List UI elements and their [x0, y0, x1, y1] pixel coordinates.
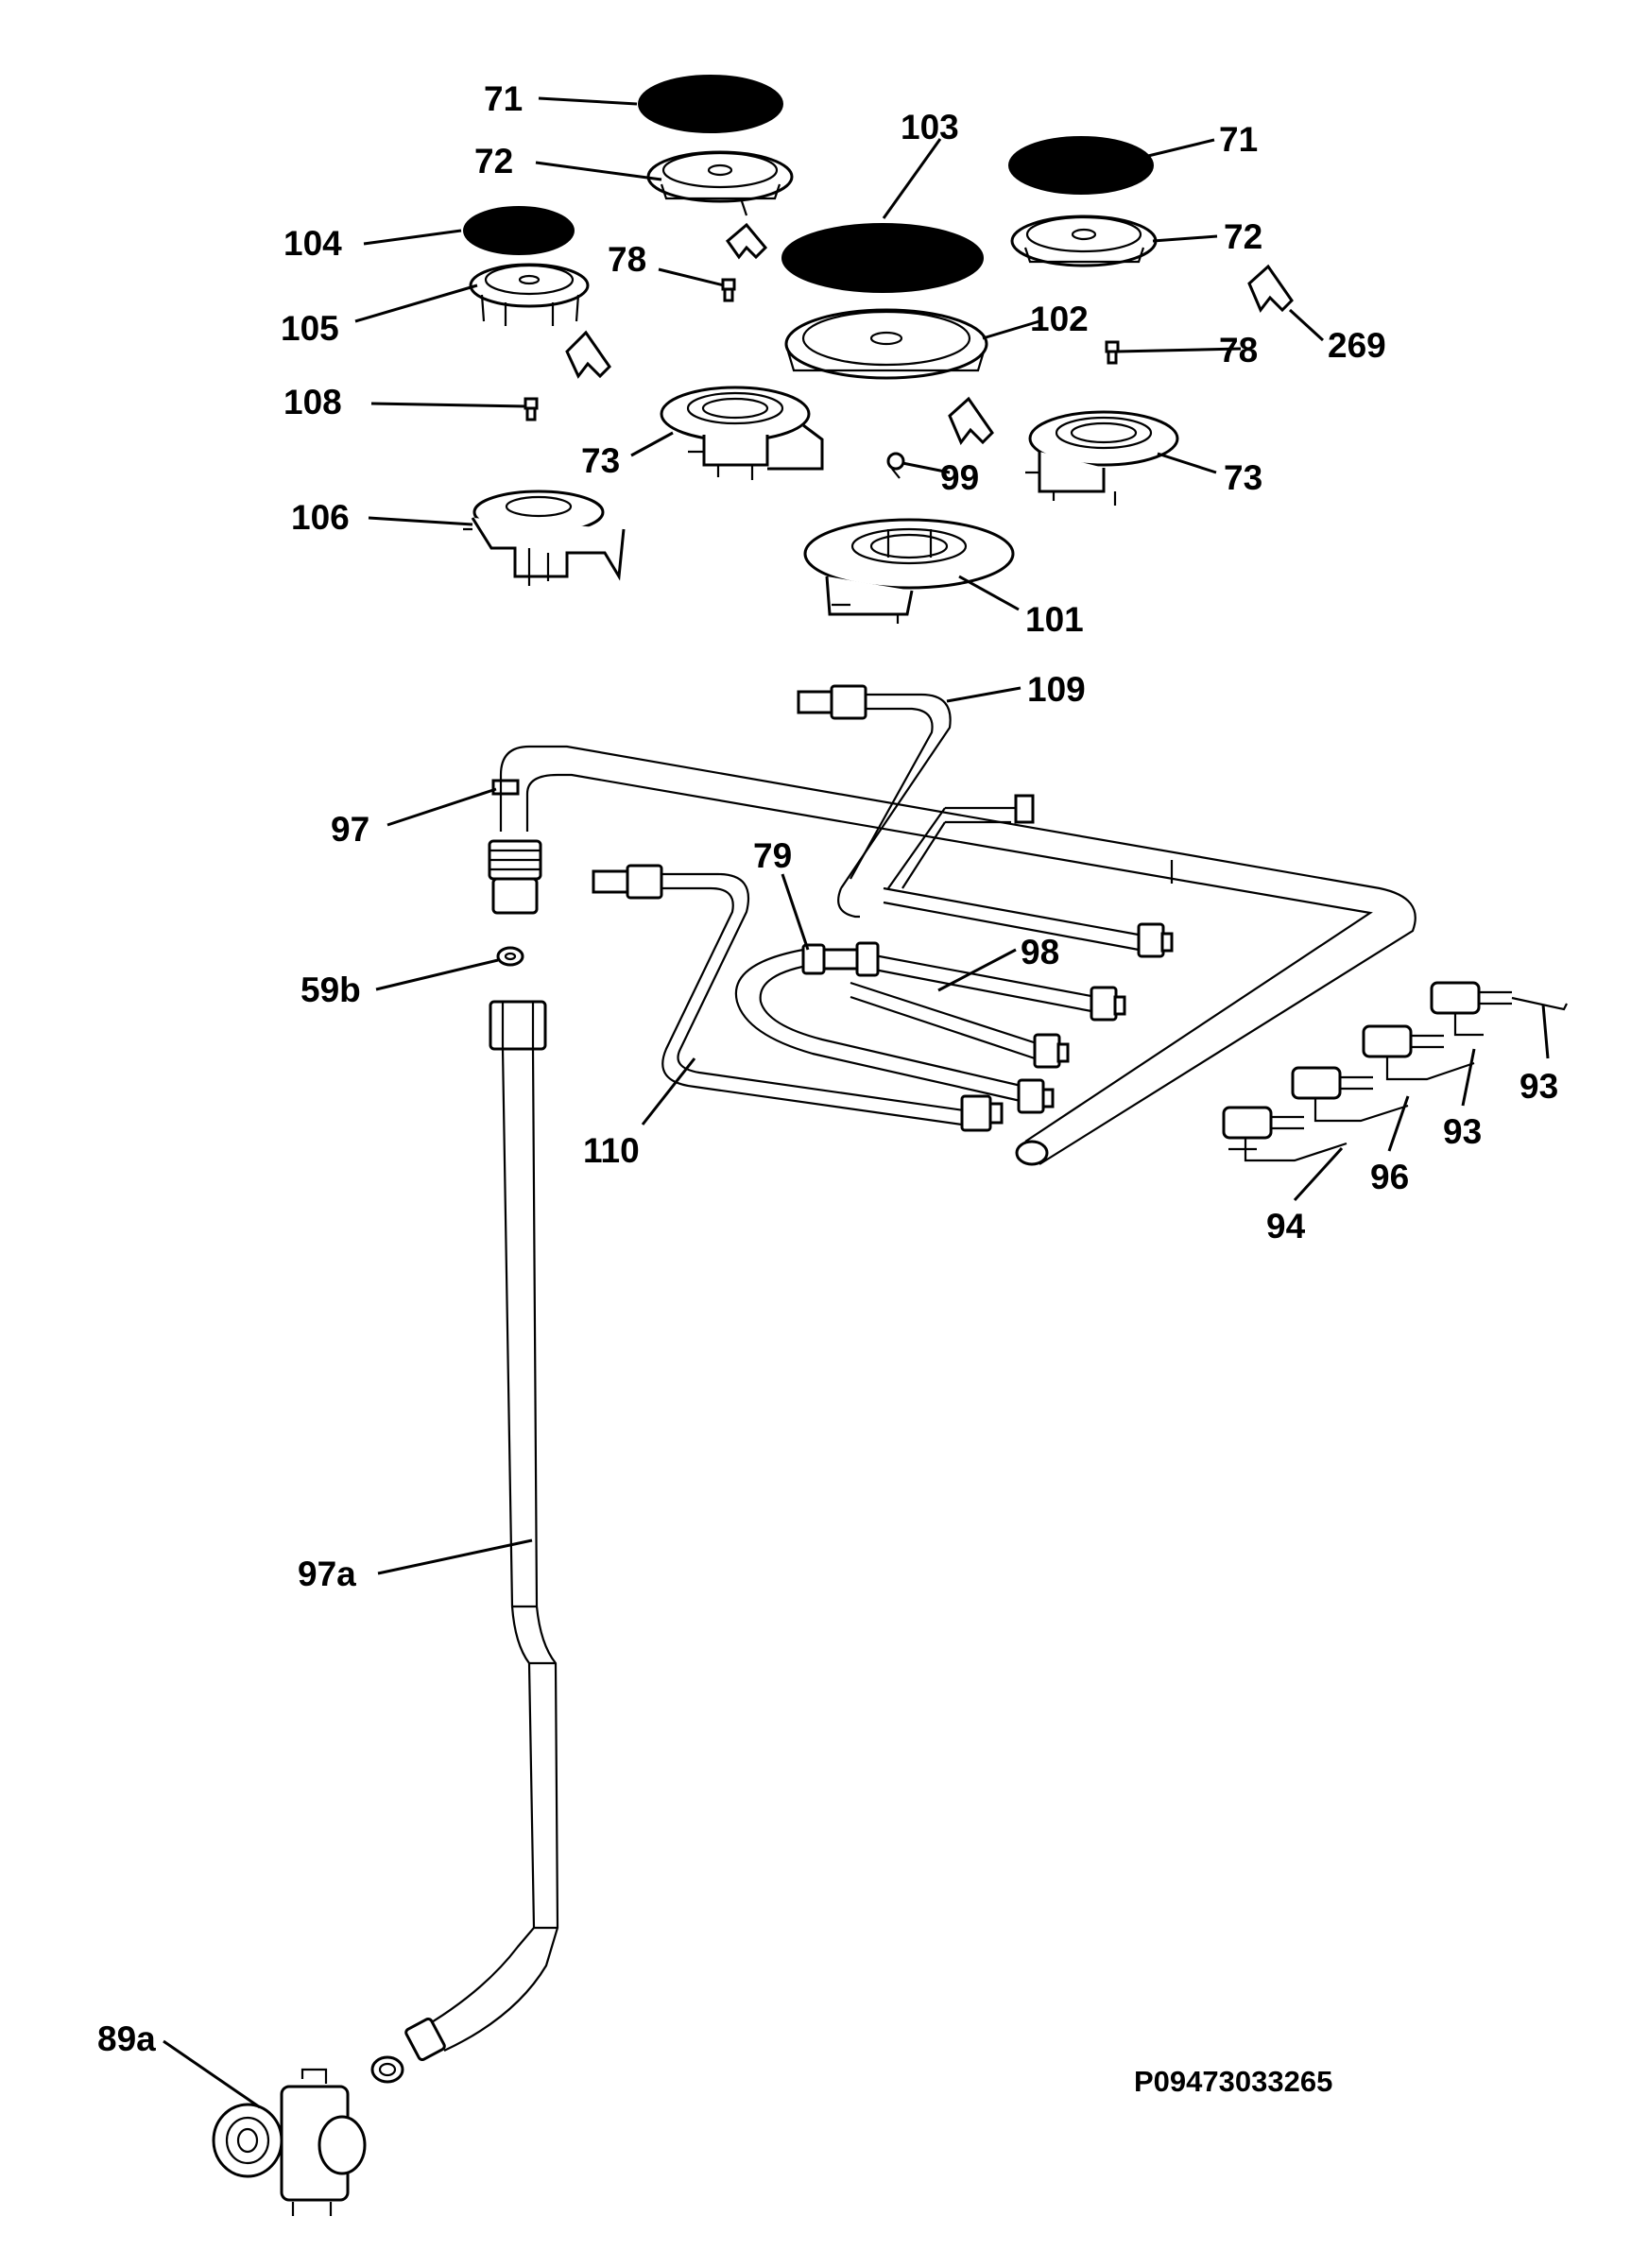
- reference-code: P09473033265: [1134, 2065, 1332, 2098]
- label-105: 105: [281, 309, 339, 348]
- label-93-left: 93: [1443, 1112, 1482, 1151]
- label-269: 269: [1328, 326, 1386, 365]
- clip-near-72: [725, 222, 768, 260]
- label-72-left: 72: [474, 142, 513, 180]
- label-109: 109: [1027, 670, 1086, 709]
- screw-78-right: [1105, 340, 1120, 365]
- label-110: 110: [583, 1131, 640, 1170]
- label-97: 97: [331, 810, 369, 849]
- label-72-right: 72: [1224, 217, 1262, 256]
- flame-spreader-105: [469, 263, 590, 326]
- flame-spreader-72-left: [646, 150, 794, 216]
- label-73-right: 73: [1224, 458, 1262, 497]
- gas-pipe-110: [592, 864, 1004, 1132]
- connector-79: [801, 941, 880, 977]
- label-71-left: 71: [484, 79, 523, 118]
- burner-body-101: [803, 518, 1015, 624]
- label-102: 102: [1030, 300, 1089, 338]
- flexible-hose-97a: [370, 1000, 559, 2084]
- label-73-left: 73: [581, 441, 620, 480]
- valve-93-second: [1362, 1024, 1475, 1081]
- label-71-right: 71: [1219, 120, 1258, 159]
- label-98: 98: [1021, 933, 1059, 971]
- burner-body-106: [463, 490, 626, 586]
- clip-near-102: [948, 396, 994, 445]
- burner-body-73-right: [1025, 410, 1179, 506]
- screw-108: [524, 397, 539, 421]
- label-101: 101: [1025, 600, 1084, 639]
- screw-78-left: [721, 278, 736, 302]
- clip-near-105: [565, 330, 611, 379]
- label-108: 108: [283, 383, 342, 421]
- label-96: 96: [1370, 1158, 1409, 1196]
- label-94: 94: [1266, 1207, 1306, 1246]
- valve-96: [1291, 1066, 1409, 1123]
- label-78-right: 78: [1219, 331, 1258, 369]
- label-103: 103: [901, 108, 959, 146]
- valve-93-top: [1430, 981, 1568, 1037]
- flame-spreader-72-right: [1010, 215, 1158, 267]
- label-79: 79: [753, 836, 792, 875]
- screw-99: [886, 452, 905, 479]
- burner-cap-104: [463, 206, 575, 255]
- label-97a: 97a: [298, 1555, 356, 1593]
- label-89a: 89a: [97, 2019, 156, 2058]
- clip-269: [1247, 264, 1294, 313]
- flame-spreader-102: [784, 308, 988, 380]
- gas-pipe-109: [797, 684, 952, 919]
- gas-pipe-98: [734, 794, 1174, 1114]
- burner-cap-103: [781, 223, 984, 293]
- label-59b: 59b: [300, 971, 361, 1009]
- gas-pipe-97: [488, 745, 1416, 1166]
- label-78-left: 78: [608, 240, 646, 279]
- part-labels: 71 72 103 71 72 104 78 105 102 78 269 10…: [97, 79, 1558, 2098]
- leader-lines: [163, 96, 1550, 2109]
- label-93-right: 93: [1519, 1067, 1558, 1106]
- washer-59b: [496, 946, 524, 967]
- label-106: 106: [291, 498, 350, 537]
- burner-cap-71-right: [1008, 136, 1154, 195]
- valve-94: [1222, 1106, 1348, 1162]
- regulator-89a: [212, 2068, 367, 2216]
- burner-body-73-left: [660, 386, 824, 480]
- label-99: 99: [940, 458, 979, 497]
- label-104: 104: [283, 224, 342, 263]
- burner-cap-71-left: [638, 75, 783, 133]
